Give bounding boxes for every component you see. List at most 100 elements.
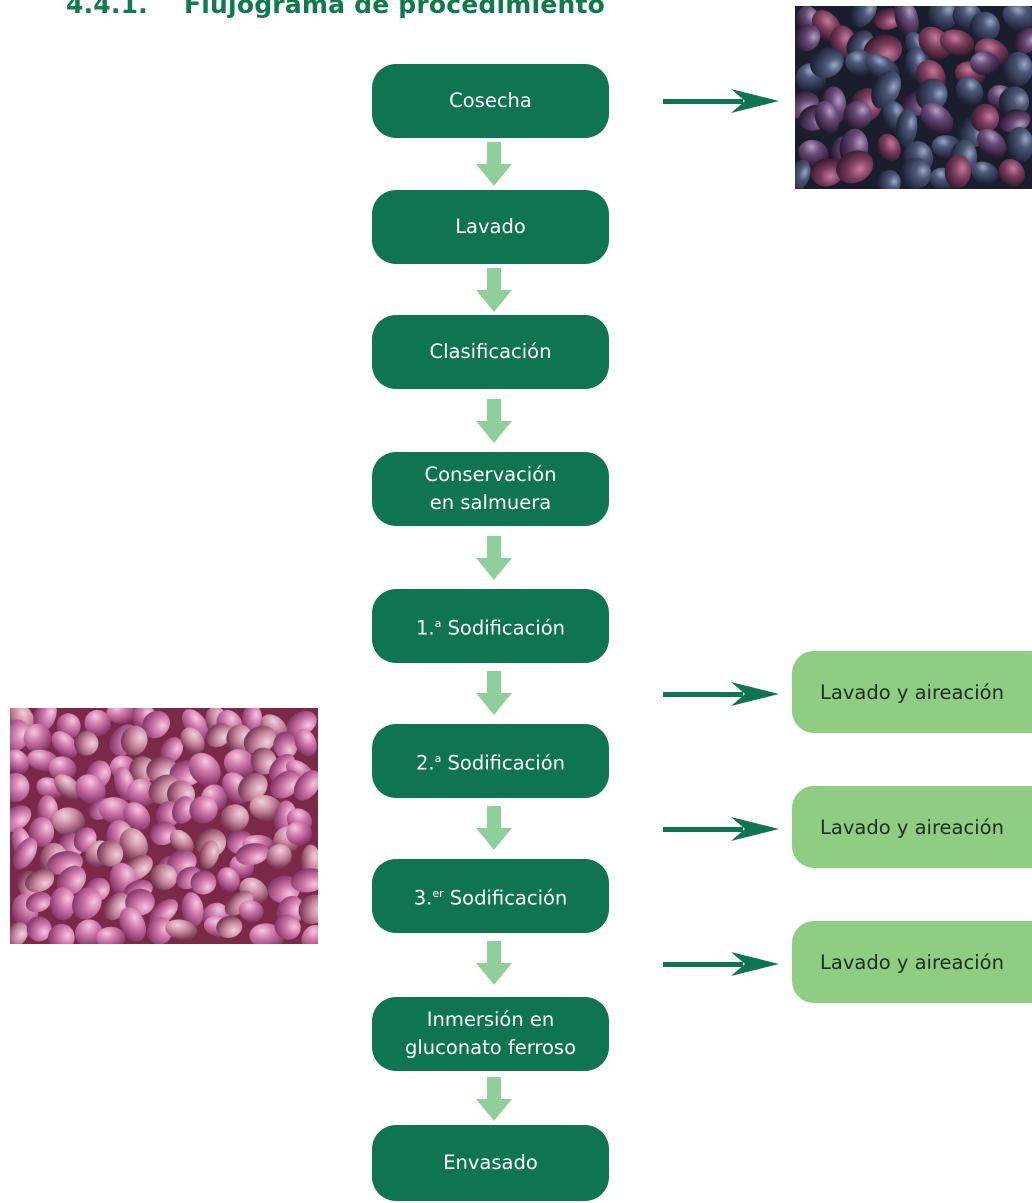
olive <box>75 774 106 804</box>
olive <box>920 103 954 135</box>
olive <box>850 6 877 28</box>
down-arrow-icon <box>476 806 512 850</box>
step-label: Sodificación <box>441 616 566 640</box>
olive <box>238 899 264 922</box>
right-arrow-icon <box>663 682 779 706</box>
olive <box>266 844 292 869</box>
step-label: Sodificación <box>443 886 568 910</box>
step-ordinal-suffix: a <box>434 751 442 765</box>
olive <box>96 840 124 867</box>
olive <box>25 869 55 893</box>
olive <box>1002 51 1032 87</box>
olive <box>26 916 52 942</box>
olive <box>120 725 148 756</box>
olive <box>160 737 184 763</box>
side-step-label: Lavado y aireación <box>820 815 1004 839</box>
olive <box>290 868 318 893</box>
olive <box>286 821 312 846</box>
olive <box>165 919 198 940</box>
olive <box>106 708 136 724</box>
olive <box>241 708 263 734</box>
olive <box>810 158 844 187</box>
olive <box>223 749 256 778</box>
olive <box>142 710 170 739</box>
olive <box>970 103 1000 133</box>
olive <box>977 128 1007 159</box>
olive <box>944 154 972 189</box>
olive <box>96 926 126 944</box>
step-label: Clasificación <box>429 340 552 363</box>
olive <box>216 915 243 938</box>
olive <box>217 867 240 892</box>
olive <box>188 752 221 786</box>
right-arrow-icon <box>663 89 779 113</box>
olive <box>795 24 821 52</box>
olive <box>52 807 86 836</box>
step-lavado: Lavado <box>372 190 609 264</box>
olive <box>286 710 317 737</box>
olive <box>12 837 38 870</box>
step-segunda-sodificacion: 2.a Sodificación <box>372 724 609 798</box>
olive <box>10 719 31 752</box>
olive <box>274 914 301 940</box>
olive <box>836 150 874 184</box>
olive <box>33 708 57 732</box>
olive <box>915 78 948 112</box>
right-arrow-icon <box>663 817 779 841</box>
step-cosecha: Cosecha <box>372 64 609 138</box>
step-label: Envasado <box>443 1151 538 1174</box>
olive <box>969 11 1000 43</box>
olive <box>72 887 102 920</box>
olive <box>877 133 901 162</box>
olive <box>25 891 52 913</box>
olive <box>169 829 194 855</box>
olive <box>814 101 840 134</box>
step-clasificacion: Clasificación <box>372 315 609 389</box>
olive <box>927 6 959 30</box>
olive <box>146 917 173 944</box>
olive <box>900 158 932 189</box>
olive <box>294 728 317 757</box>
olive <box>28 817 55 847</box>
olive <box>998 159 1025 187</box>
olive <box>10 805 32 833</box>
step-inmersion-gluconato: Inmersión en gluconato ferroso <box>372 997 609 1071</box>
olive <box>10 922 29 944</box>
section-heading: 4.4.1.Flujograma de procedimiento <box>66 0 605 20</box>
olive <box>270 770 302 799</box>
olive <box>190 870 217 895</box>
section-number: 4.4.1. <box>66 0 148 19</box>
olive <box>235 843 269 866</box>
right-arrow-icon <box>663 952 779 976</box>
pink-olives-in-brine-photo <box>10 708 318 944</box>
step-label: Cosecha <box>449 89 532 112</box>
down-arrow-icon <box>476 268 512 312</box>
olive <box>273 731 298 759</box>
step-ordinal: 3. <box>413 886 433 910</box>
black-olives-image <box>795 6 1032 189</box>
olive <box>189 795 218 824</box>
side-step-label: Lavado y aireación <box>820 680 1004 704</box>
olive <box>969 51 1000 76</box>
olive <box>171 796 195 824</box>
step-label: Sodificación <box>441 751 566 775</box>
step-ordinal-suffix: er <box>432 886 444 900</box>
olive <box>180 727 205 755</box>
olive <box>999 109 1031 133</box>
olive <box>871 70 902 109</box>
olive <box>1002 6 1032 33</box>
olive <box>293 770 318 801</box>
olive <box>123 802 151 831</box>
olive <box>843 100 872 130</box>
step-label: Conservación en salmuera <box>424 463 557 514</box>
olive <box>49 887 76 921</box>
olive <box>127 778 157 808</box>
olive <box>895 108 918 148</box>
olive <box>51 731 78 758</box>
down-arrow-icon <box>476 142 512 186</box>
olive <box>205 723 233 748</box>
step-label: Lavado <box>455 215 526 238</box>
olive <box>243 725 276 755</box>
side-step-label: Lavado y aireación <box>820 950 1004 974</box>
step-primera-sodificacion: 1.a Sodificación <box>372 589 609 663</box>
